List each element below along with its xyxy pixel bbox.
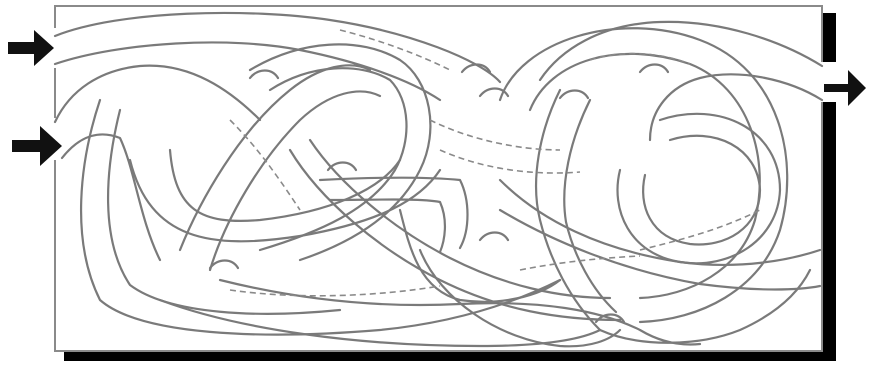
right-arrow-icon [8, 30, 54, 66]
